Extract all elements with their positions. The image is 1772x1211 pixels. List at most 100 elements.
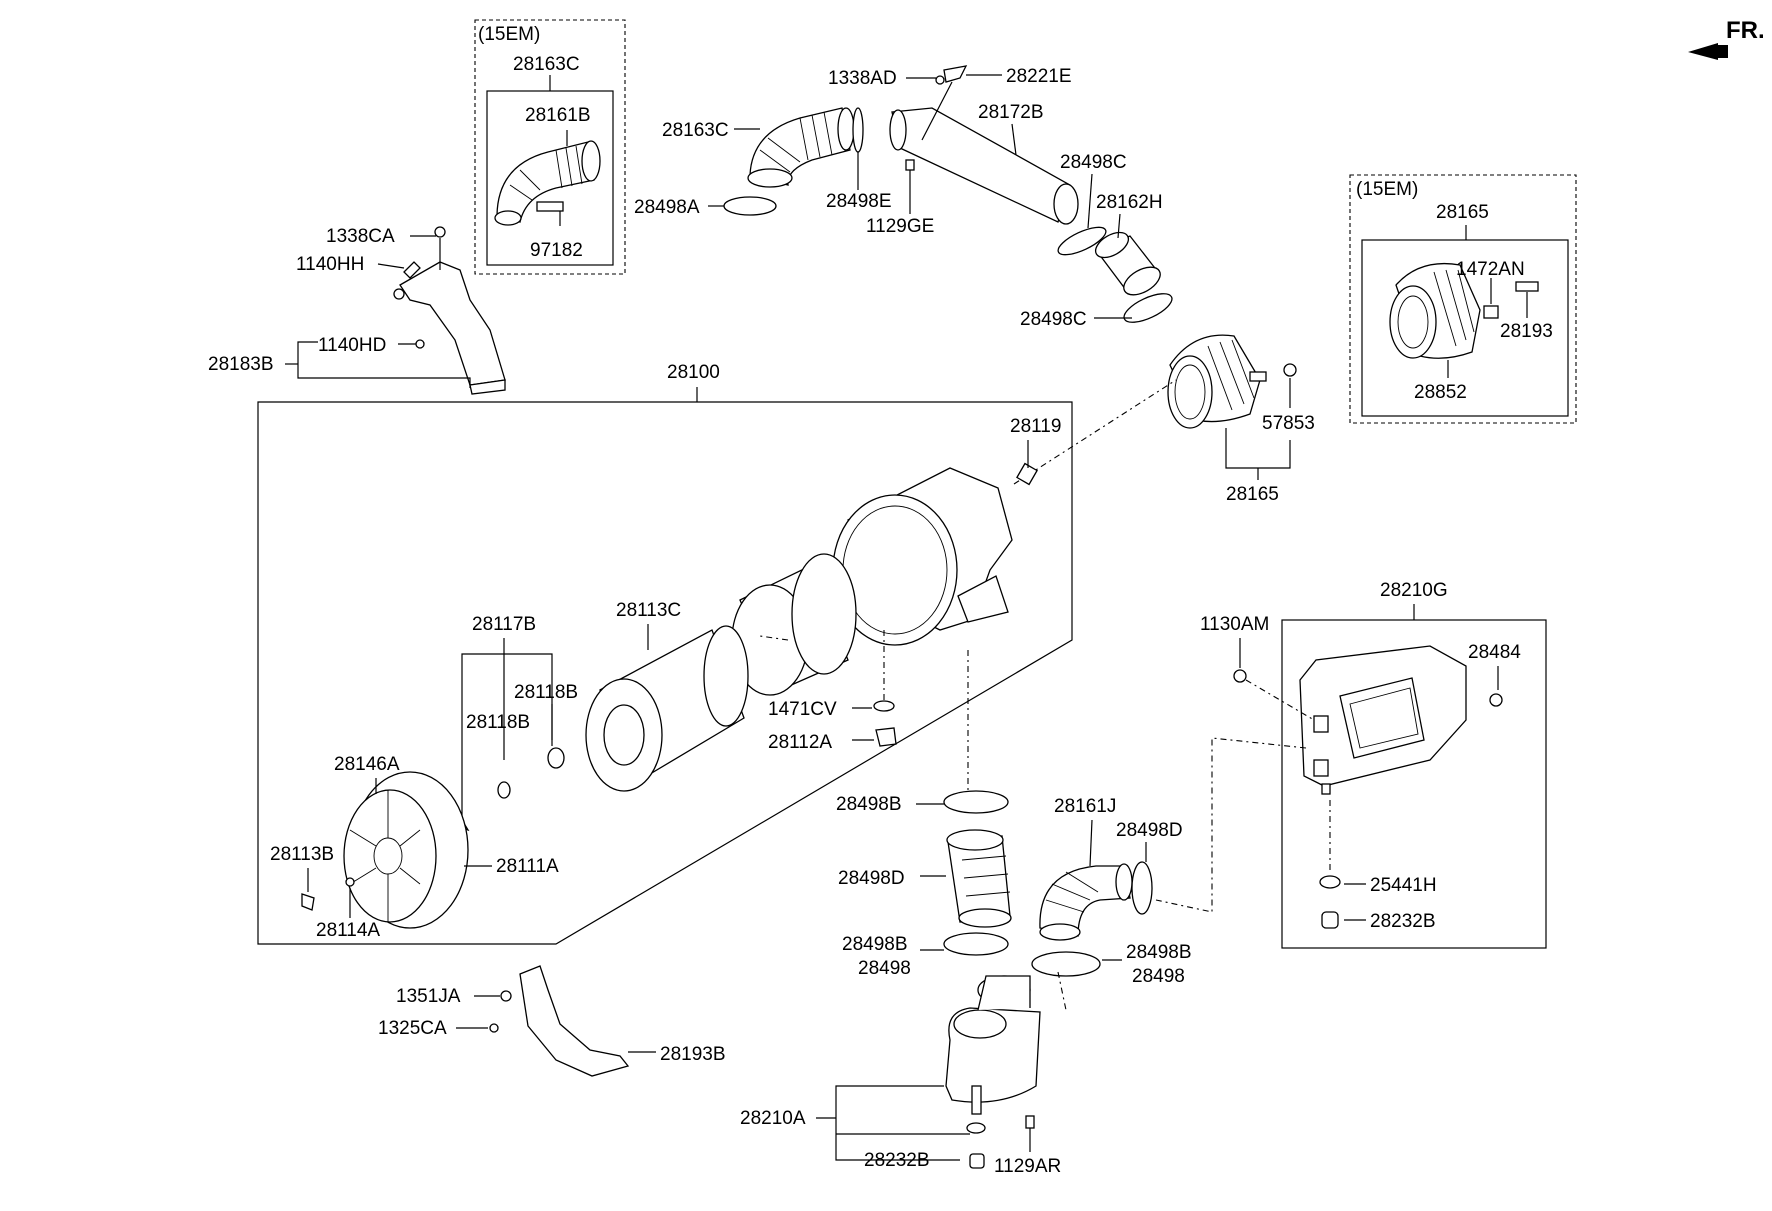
leader-28498c-top	[1087, 173, 1093, 229]
group-15em-right-tag: (15EM)	[1356, 179, 1418, 200]
label-28146a: 28146A	[334, 754, 400, 775]
bracket-28193b	[519, 965, 630, 1077]
group-15em-right	[1349, 174, 1577, 424]
front-direction-label: FR.	[1726, 17, 1765, 44]
leader-28165	[1225, 428, 1291, 469]
label-28210g: 28210G	[1380, 580, 1448, 601]
assembly-28100-frame	[257, 401, 1073, 945]
washer-28118b	[497, 781, 511, 799]
label-28498e: 28498E	[826, 191, 892, 212]
bolt-1129ar	[1025, 1115, 1035, 1129]
label-28498b-2: 28498B	[842, 934, 908, 955]
label-28498a: 28498A	[634, 197, 700, 218]
clamp-28498d	[1131, 861, 1153, 915]
label-1140hd: 1140HD	[318, 335, 386, 356]
label-28498b-3: 28498B	[1126, 942, 1192, 963]
hose-28162h	[1094, 231, 1161, 296]
label-57853: 57853	[1262, 413, 1315, 434]
label-97182: 97182	[530, 240, 583, 261]
bolt-1140hd	[415, 339, 425, 349]
washer-1351ja	[500, 990, 512, 1002]
label-28172b: 28172B	[978, 102, 1044, 123]
label-1129ge: 1129GE	[866, 216, 934, 237]
label-1129ar: 1129AR	[994, 1156, 1061, 1177]
clip-28114a	[345, 877, 355, 887]
air-cleaner-body	[832, 462, 1038, 646]
cap-28232b-right	[1321, 911, 1339, 929]
hose-28163c	[747, 107, 855, 188]
front-direction-arrow-icon	[1688, 43, 1728, 60]
label-28112a: 28112A	[768, 732, 832, 753]
label-1472an: 1472AN	[1456, 259, 1525, 280]
label-28113b: 28113B	[270, 844, 334, 865]
leader-28161j	[1089, 819, 1093, 867]
leader-28183b	[297, 341, 471, 388]
label-28165: 28165	[1226, 484, 1279, 505]
label-28163c-assembly: 28163C	[513, 54, 580, 75]
label-28498b-1: 28498B	[836, 794, 902, 815]
label-1130am: 1130AM	[1200, 614, 1269, 635]
label-28118b: 28118B	[466, 712, 530, 733]
label-28232b-bottom: 28232B	[864, 1150, 930, 1171]
valve-1471cv	[873, 700, 895, 712]
leader-28210a	[835, 1085, 960, 1161]
label-28193: 28193	[1500, 321, 1553, 342]
label-28498-2: 28498	[858, 958, 911, 979]
duct-28172b	[889, 107, 1079, 225]
wing-nut-28113b	[301, 893, 315, 911]
hose-28161j	[1039, 863, 1133, 941]
label-28498c-bottom: 28498C	[1020, 309, 1087, 330]
leader-28113c	[461, 653, 553, 820]
label-28852: 28852	[1414, 382, 1467, 403]
label-28232b-right: 28232B	[1370, 911, 1436, 932]
label-28161j: 28161J	[1054, 796, 1116, 817]
clamp-28498c-top	[1057, 226, 1107, 256]
airflow-sensor-28165	[1167, 334, 1267, 429]
bolt-1130am	[1233, 669, 1247, 683]
airflow-sensor-28852	[1389, 262, 1481, 359]
leader-28172b	[1011, 123, 1017, 156]
label-28162a: 28498D	[838, 868, 905, 889]
filter-element-28130a	[585, 625, 749, 792]
hose-28162a	[946, 829, 1012, 928]
clamp-28498b-3	[1031, 951, 1101, 977]
label-28114a: 28114A	[316, 920, 380, 941]
leader-28162h	[1117, 213, 1121, 239]
hose-28161b	[494, 140, 601, 226]
filter-inner-element	[731, 553, 857, 696]
label-28165-assembly: 28165	[1436, 202, 1489, 223]
label-28498d: 28498D	[1116, 820, 1183, 841]
resonator-box-28210g	[1299, 645, 1467, 795]
label-1471cv: 1471CV	[768, 699, 837, 720]
gasket-28498e	[852, 107, 864, 153]
label-28498-3: 28498	[1132, 966, 1185, 987]
bracket-28183b	[393, 226, 506, 395]
clamp-28498b-2	[943, 932, 1009, 956]
clamp-28498a	[723, 196, 777, 216]
valve-28112a	[875, 727, 897, 747]
nut-1325ca	[489, 1023, 499, 1033]
clamp-28498b-1	[943, 790, 1009, 814]
cap-28232b-bottom	[969, 1153, 985, 1169]
label-1338ca: 1338CA	[326, 226, 395, 247]
label-28100: 28100	[667, 362, 720, 383]
label-28163c: 28163C	[662, 120, 729, 141]
label-1351ja: 1351JA	[396, 986, 461, 1007]
label-28484: 28484	[1468, 642, 1521, 663]
leader-1140hh	[377, 263, 405, 269]
clip-57853	[1283, 363, 1297, 377]
grommet-25441h	[1319, 875, 1341, 889]
label-28221e: 28221E	[1006, 66, 1072, 87]
washer-28117b	[547, 747, 565, 769]
label-28498c-top: 28498C	[1060, 152, 1127, 173]
label-28130a: 28113C	[616, 600, 681, 621]
nut-1472an	[1483, 305, 1499, 319]
label-28193b: 28193B	[660, 1044, 726, 1065]
label-28113c: 28117B	[472, 614, 536, 635]
label-1325ca: 1325CA	[378, 1018, 447, 1039]
label-28111a: 28111A	[496, 856, 559, 877]
label-28162h: 28162H	[1096, 192, 1163, 213]
label-1338ad: 1338AD	[828, 68, 897, 89]
bracket-28221e	[943, 65, 968, 83]
